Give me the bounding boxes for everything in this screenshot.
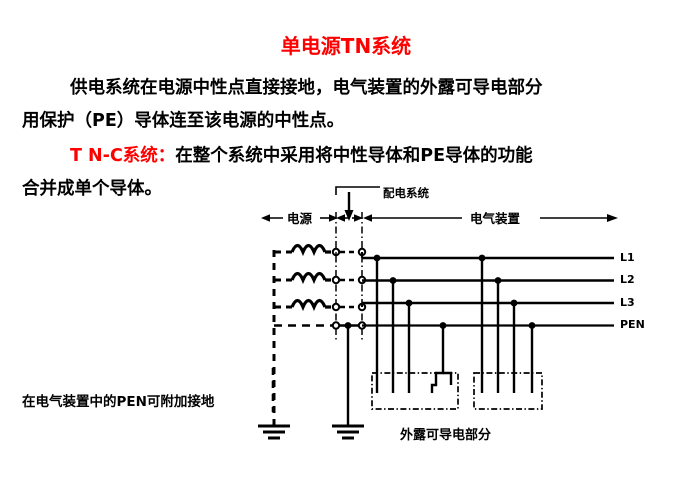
junction-dots: [344, 254, 536, 329]
tnc-term-highlight: T N-C系统：: [70, 146, 176, 166]
conductor-l3: [360, 301, 614, 307]
zone-label-source: 电源: [287, 211, 313, 226]
zone-arrow-distribution: [336, 214, 363, 222]
zone-arrow-source-right: [320, 214, 338, 222]
zone-label-distribution-system: 配电系统: [383, 186, 429, 200]
source-terminals: [331, 247, 341, 330]
body-paragraph-line-4: 合并成单个导体。: [22, 179, 162, 199]
exposed-part-enclosure-2: [473, 372, 543, 410]
exposed-part-enclosure-1: [371, 372, 459, 410]
conductor-label-l1: L1: [620, 251, 635, 264]
zone-label-installation: 电气装置: [470, 211, 521, 226]
distribution-system-leader: [335, 186, 380, 221]
load-group-1-drops: [375, 258, 411, 393]
conductor-label-l3: L3: [620, 296, 635, 309]
source-earth-electrode: [258, 380, 290, 440]
pen-additional-earth-electrode: [332, 325, 364, 440]
load-group-2-drops: [480, 258, 534, 393]
pen-earthing-note: 在电气装置中的PEN可附加接地: [22, 394, 215, 410]
body-paragraph-line-1: 供电系统在电源中性点直接接地，电气装置的外露可导电部分: [70, 78, 543, 98]
exposed-parts-label: 外露可导电部分: [400, 428, 492, 443]
body-paragraph-line-2: 用保护（PE）导体连至该电源的中性点。: [22, 111, 345, 131]
conductor-l1: [335, 252, 614, 260]
tnc-term-description: 在整个系统中采用将中性导体和PE导体的功能: [175, 146, 533, 166]
body-paragraph-line-3: T N-C系统：在整个系统中采用将中性导体和PE导体的功能: [70, 146, 533, 166]
zone-arrow-installation: [363, 214, 618, 222]
zone-arrow-source: [261, 214, 283, 222]
distribution-links: [340, 250, 358, 309]
source-enclosure: [272, 250, 336, 415]
load-group-1-pe-bond: [430, 325, 453, 393]
transformer-winding-l1: [290, 243, 336, 257]
page-title: 单电源TN系统: [280, 34, 412, 58]
transformer-winding-l3: [290, 298, 336, 312]
conductor-label-pen: PEN: [620, 318, 645, 331]
transformer-winding-l2: [290, 271, 336, 285]
conductor-label-l2: L2: [620, 273, 635, 286]
